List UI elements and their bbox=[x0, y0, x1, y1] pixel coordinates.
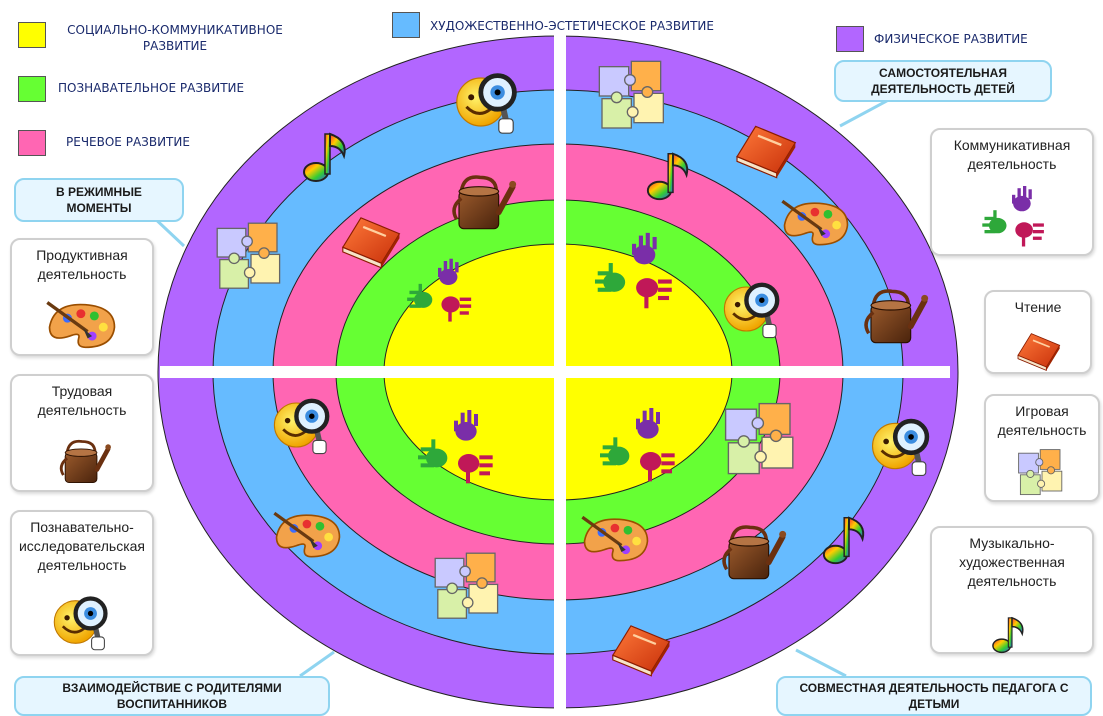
legend-label-physical: ФИЗИЧЕСКОЕ РАЗВИТИЕ bbox=[874, 32, 1028, 46]
card-label: Трудовая деятельность bbox=[37, 383, 127, 418]
legend-swatch-art bbox=[392, 12, 420, 38]
legend-swatch-speech bbox=[18, 130, 46, 156]
callout-joint-activity: СОВМЕСТНАЯ ДЕЯТЕЛЬНОСТЬ ПЕДАГОГА С ДЕТЬМ… bbox=[776, 676, 1092, 716]
card-reading: Чтение bbox=[984, 290, 1092, 374]
legend-label-art: ХУДОЖЕСТВЕННО-ЭСТЕТИЧЕСКОЕ РАЗВИТИЕ bbox=[430, 19, 714, 33]
handprints-icon bbox=[982, 186, 1044, 247]
card-labor-activity: Трудовая деятельность bbox=[10, 374, 154, 492]
legend-swatch-physical bbox=[836, 26, 864, 52]
legend-label-speech: РЕЧЕВОЕ РАЗВИТИЕ bbox=[66, 135, 190, 149]
card-label: Музыкально-художественная деятельность bbox=[959, 535, 1065, 589]
palette-icon bbox=[45, 300, 117, 349]
music-note-icon bbox=[992, 617, 1024, 654]
card-productive-activity: Продуктивная деятельность bbox=[10, 238, 154, 356]
legend-label-social: СОЦИАЛЬНО-КОММУНИКАТИВНОЕ РАЗВИТИЕ bbox=[67, 23, 283, 53]
callout-independent-activity: САМОСТОЯТЕЛЬНАЯ ДЕЯТЕЛЬНОСТЬ ДЕТЕЙ bbox=[834, 60, 1052, 102]
legend-label-cognitive: ПОЗНАВАТЕЛЬНОЕ РАЗВИТИЕ bbox=[58, 81, 245, 95]
card-label: Познавательно-исследовательская деятельн… bbox=[18, 519, 146, 573]
vertical-divider bbox=[554, 0, 566, 716]
callout-routine-moments: В РЕЖИМНЫЕ МОМЕНТЫ bbox=[14, 178, 184, 222]
card-game-activity: Игровая деятельность bbox=[984, 394, 1100, 502]
legend-swatch-cognitive bbox=[18, 76, 46, 102]
book-icon bbox=[1017, 332, 1061, 372]
card-label: Продуктивная деятельность bbox=[36, 247, 128, 282]
legend-swatch-social bbox=[18, 22, 46, 48]
callout-tail-bottom-right bbox=[795, 648, 847, 678]
card-label: Игровая деятельность bbox=[997, 403, 1087, 438]
puzzle-icon bbox=[1018, 449, 1063, 496]
callout-tail-bottom-left bbox=[299, 650, 335, 678]
horizontal-divider bbox=[160, 366, 950, 378]
card-music-activity: Музыкально-художественная деятельность bbox=[930, 526, 1094, 654]
card-communicative-activity: Коммуникативная деятельность bbox=[930, 128, 1094, 256]
card-label: Коммуникативная деятельность bbox=[953, 137, 1071, 172]
card-research-activity: Познавательно-исследовательская деятельн… bbox=[10, 510, 154, 656]
callout-parents-interaction: ВЗАИМОДЕЙСТВИЕ С РОДИТЕЛЯМИ ВОСПИТАННИКО… bbox=[14, 676, 330, 716]
watering-can-icon bbox=[42, 434, 122, 490]
magnifier-smiley-icon bbox=[50, 590, 114, 654]
card-label: Чтение bbox=[1014, 299, 1062, 315]
